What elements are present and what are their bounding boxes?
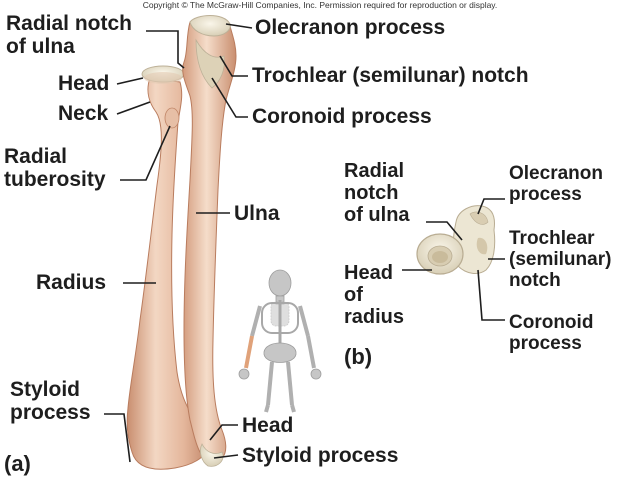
copyright-notice: Copyright © The McGraw-Hill Companies, I… [142,0,498,10]
label-radial-notch-line1: Radial notch [6,12,133,35]
trochlear-notch-surface [195,38,225,89]
label-b-radial-notch: Radial notch of ulna [344,160,410,226]
label-radial-tuberosity-line1: Radial [4,145,68,168]
label-b-olecranon-line1: Olecranon [509,163,603,184]
label-styloid-line2: process [10,401,91,424]
leader-lines [104,23,505,463]
label-head-proximal: Head [58,72,110,95]
proximal-view [416,205,496,275]
label-b-trochlear-line2: (semilunar) [509,249,612,270]
ulna-bone [182,15,237,467]
label-b-head-of-radius: Head of radius [344,262,404,328]
label-b-trochlear-line1: Trochlear [509,228,595,249]
label-b-radial-notch-line1: Radial [344,160,405,182]
label-radial-notch-of-ulna: Radial notch of ulna [6,12,132,58]
label-b-radial-notch-line3: of ulna [344,204,410,226]
label-b-head-line1: Head [344,262,393,284]
label-ulna: Ulna [234,202,280,225]
label-coronoid-process: Coronoid process [252,105,432,128]
label-head-distal: Head [242,414,294,437]
label-radial-tuberosity: Radial tuberosity [4,145,106,191]
label-radial-tuberosity-line2: tuberosity [4,168,106,191]
label-radius: Radius [36,271,107,294]
olecranon-cap [189,15,231,37]
label-radial-notch-line2: of ulna [6,35,75,58]
radial-tuberosity-bump [164,107,180,129]
panel-b-tag: (b) [344,344,373,369]
label-styloid-process-ulna: Styloid process [242,444,399,467]
label-b-coronoid-line2: process [509,333,582,354]
label-b-head-line2: of [344,284,363,306]
ulna-distal-cap [200,443,224,467]
label-trochlear-notch: Trochlear (semilunar) notch [252,64,529,87]
label-styloid-process-radius: Styloid process [10,378,91,424]
label-styloid-line1: Styloid [10,378,81,401]
label-b-trochlear-notch: Trochlear (semilunar) notch [509,228,611,291]
label-b-olecranon-process: Olecranon process [509,163,603,205]
label-b-radial-notch-line2: notch [344,182,399,204]
label-olecranon-process: Olecranon process [255,16,446,39]
label-b-coronoid-line1: Coronoid [509,312,594,333]
label-b-trochlear-line3: notch [509,270,561,291]
skeleton-figure [238,269,322,413]
label-b-head-line3: radius [344,306,405,328]
radius-bone [126,65,209,470]
label-b-coronoid-process: Coronoid process [509,312,593,354]
label-b-olecranon-line2: process [509,184,582,205]
panel-a-tag: (a) [4,451,31,476]
label-neck: Neck [58,102,109,125]
